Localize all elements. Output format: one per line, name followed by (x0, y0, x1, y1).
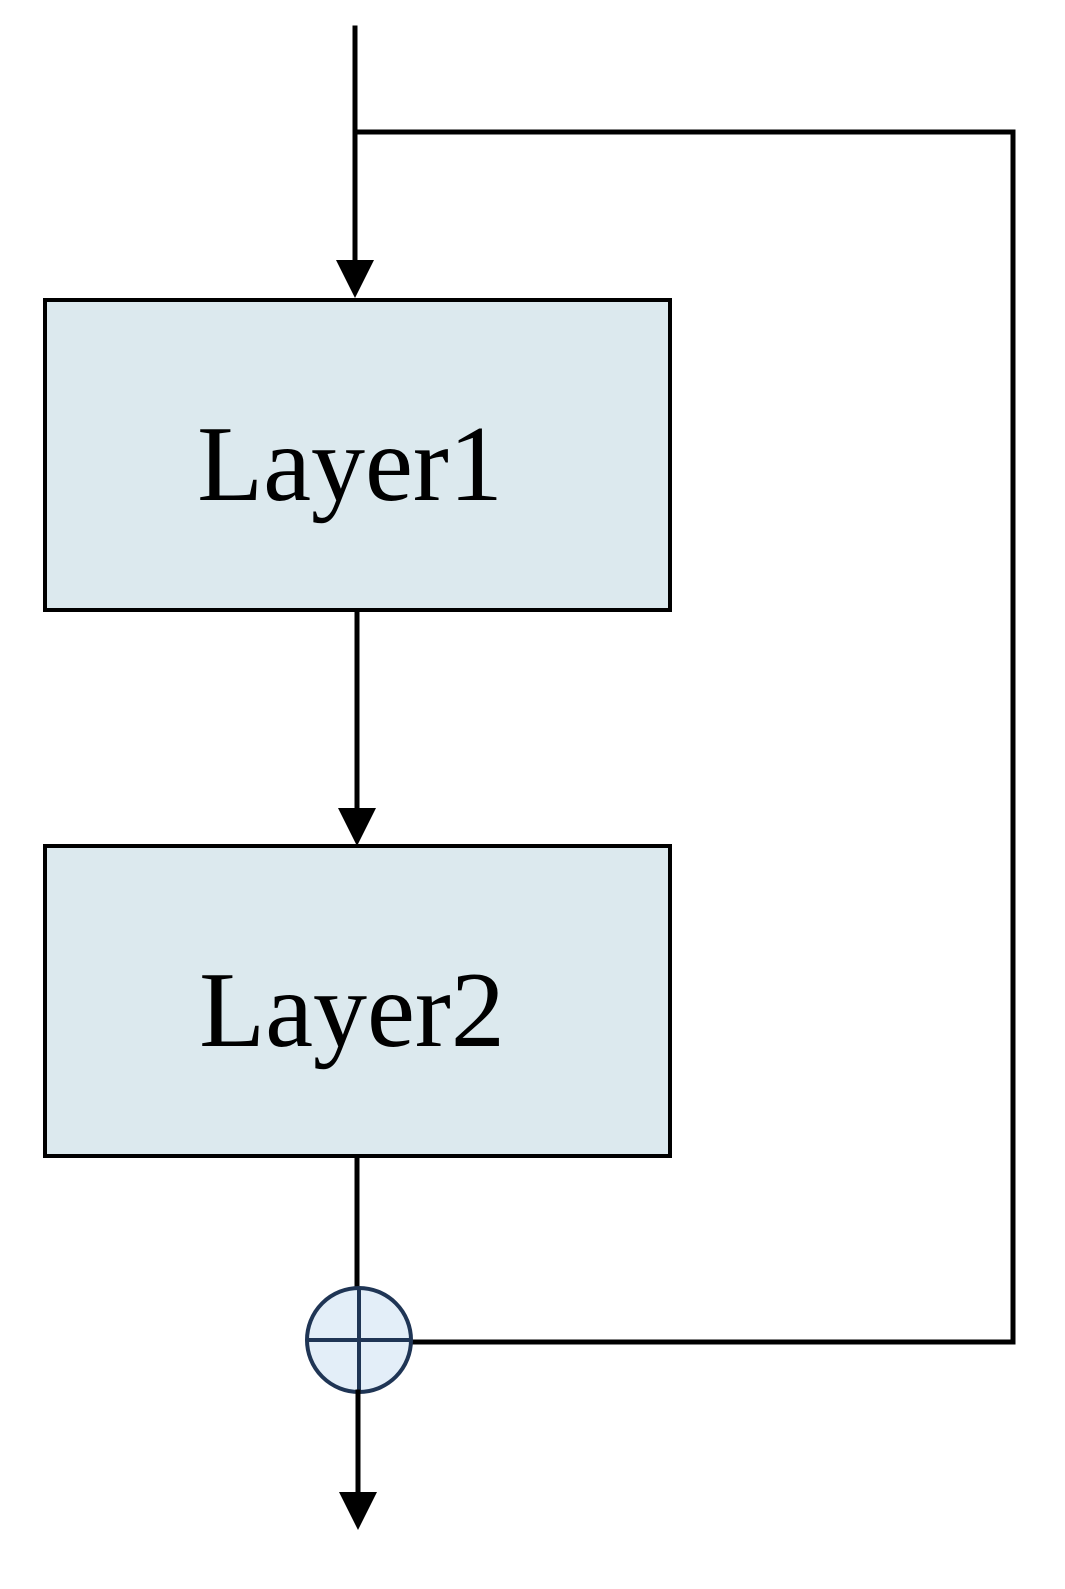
input-arrow-head (336, 260, 374, 298)
layer2-arrow-head (338, 808, 376, 846)
layer1-block: Layer1 (43, 298, 672, 612)
layer2-label: Layer2 (199, 951, 505, 1070)
layer2-block: Layer2 (43, 844, 672, 1158)
layer1-box (43, 298, 672, 612)
output-arrow-head (339, 1492, 377, 1530)
sum-icon (305, 1286, 413, 1394)
skip-connection-line (352, 129, 1016, 1345)
layer2-box (43, 844, 672, 1158)
layer1-label: Layer1 (197, 405, 503, 524)
